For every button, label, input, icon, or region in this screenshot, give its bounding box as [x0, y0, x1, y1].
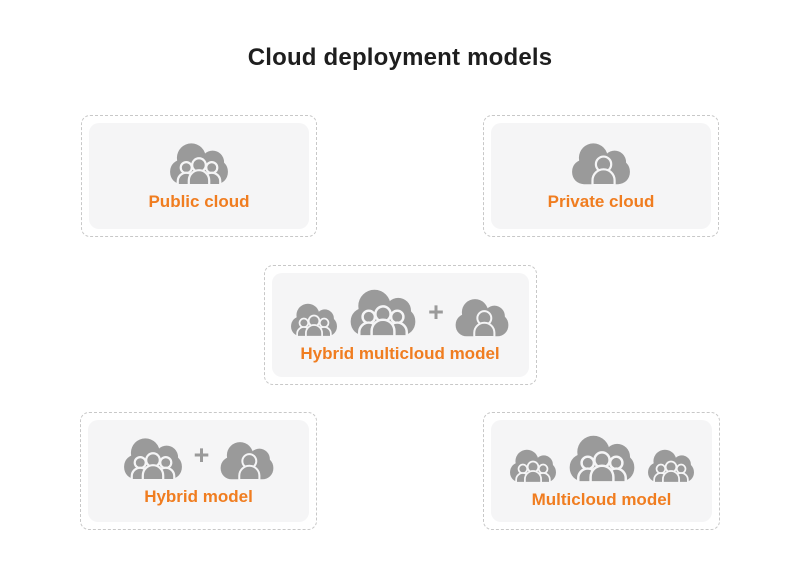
page-title: Cloud deployment models: [247, 44, 553, 71]
card-body: Multicloud model: [491, 420, 712, 522]
cloud-group-icon: [287, 301, 341, 339]
card-label-private-cloud: Private cloud: [547, 192, 655, 212]
diagram-row-bottom: + Hybrid model Multicloud model: [0, 412, 800, 530]
cloud-person-icon: [451, 296, 513, 339]
card-multicloud-model: Multicloud model: [483, 412, 720, 530]
card-body: + Hybrid multicloud model: [271, 273, 529, 377]
cloud-group-icon: [644, 447, 698, 485]
card-icons: [567, 140, 635, 188]
cloud-person-icon: [567, 140, 635, 188]
card-icons: +: [287, 286, 513, 339]
card-label-multicloud-model: Multicloud model: [531, 490, 672, 510]
cloud-group-icon: [506, 447, 560, 485]
cloud-group-icon: [564, 432, 640, 485]
card-public-cloud: Public cloud: [81, 115, 317, 237]
card-icons: [506, 432, 698, 485]
card-icons: [165, 140, 233, 188]
card-private-cloud: Private cloud: [483, 115, 719, 237]
diagram-row-middle: + Hybrid multicloud model: [0, 265, 800, 385]
cloud-group-icon: [119, 435, 187, 483]
card-body: Public cloud: [89, 123, 309, 229]
cloud-group-icon: [345, 286, 421, 339]
card-icons: +: [119, 435, 279, 483]
card-hybrid-multicloud-model: + Hybrid multicloud model: [263, 265, 537, 385]
cloud-group-icon: [165, 140, 233, 188]
card-label-hybrid-model: Hybrid model: [144, 487, 253, 507]
diagram-row-top: Public cloud Private cloud: [0, 115, 800, 237]
cloud-person-icon: [216, 439, 278, 482]
card-body: + Hybrid model: [88, 420, 309, 522]
plus-icon: +: [428, 297, 444, 328]
card-label-hybrid-multicloud-model: Hybrid multicloud model: [300, 344, 500, 364]
card-label-public-cloud: Public cloud: [148, 192, 250, 212]
plus-icon: +: [193, 440, 210, 471]
card-hybrid-model: + Hybrid model: [80, 412, 317, 530]
card-body: Private cloud: [491, 123, 711, 229]
